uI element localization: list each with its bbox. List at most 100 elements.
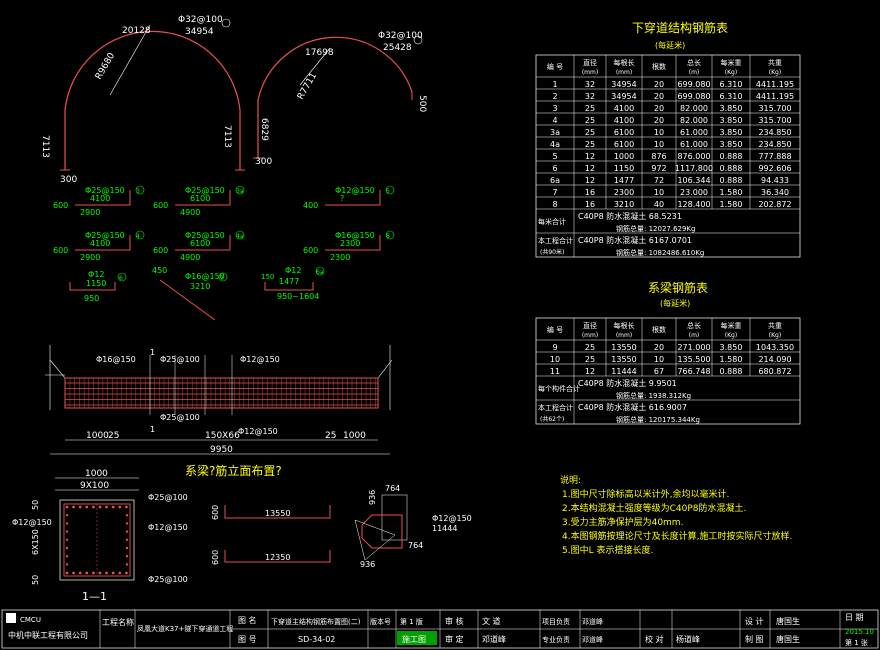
table-sum2-sub: (共62个) (540, 415, 564, 423)
table-cell: 699.080 (677, 92, 710, 101)
title-block: CMCU 中机中联工程有限公司 工程名称 凤凰大道K37+隧下穿通道工程 图 名… (1, 609, 879, 649)
table-cell: 4100 (614, 116, 634, 125)
table-cell: 4a (550, 140, 560, 149)
small-bar-mark: Φ12 (285, 266, 301, 275)
small-bar-base: 2900 (80, 253, 100, 262)
check-label: 审 定 (445, 634, 464, 644)
table-cell: 82.000 (680, 104, 708, 113)
small-bar-mark: Φ12@150 (335, 186, 375, 195)
table-cell: 61.000 (680, 128, 708, 137)
table-cell: 10 (654, 140, 664, 149)
table-cell: 16 (585, 188, 595, 197)
version: 第 1 版 (400, 617, 423, 626)
small-bar-number: 4a (236, 233, 244, 240)
table-cell: 3.850 (720, 140, 743, 149)
arch2-top-dim: 17698 (305, 48, 334, 58)
table-cell: 1150 (614, 164, 634, 173)
table-cell: 10 (654, 188, 664, 197)
arch2-end: 500 (417, 95, 427, 112)
table-cell: 1.580 (720, 188, 743, 197)
tie-beam-elevation: Φ16@150 Φ25@100 Φ12@150 Φ25@100 Φ12@150 … (45, 345, 393, 478)
table-cell: 6100 (614, 140, 634, 149)
table1-subtitle: (每延米) (655, 40, 685, 50)
arch2-side: 6829 (259, 118, 269, 141)
arch2-radius: R7711 (296, 71, 319, 101)
draw-name: 唐国生 (776, 634, 800, 644)
table-header-unit: (Kg) (725, 332, 737, 339)
arch1-foot: 300 (60, 175, 77, 185)
small-bar-mark: Φ25@150 (85, 186, 125, 195)
table-cell: 3.850 (720, 116, 743, 125)
small-bar-base: 2900 (80, 208, 100, 217)
table-cell: 315.700 (758, 104, 791, 113)
table-header-cell: 直径 (583, 58, 597, 67)
table-cell: 25 (585, 116, 595, 125)
table-cell: 992.606 (758, 164, 791, 173)
eng-label: 审 核 (445, 616, 464, 626)
table-cell: 16 (585, 200, 595, 209)
table-sum2-line1: C40P8 防水混凝土 616.9007 (578, 402, 687, 412)
table-header-unit: (m) (689, 69, 700, 76)
tie-bar-2-side: 600 (211, 550, 220, 565)
section-mark-left: Φ12@150 (12, 518, 52, 527)
table-header-unit: (mm) (582, 332, 598, 339)
table-header-cell: 每根长 (614, 321, 635, 330)
elevation-total: 9950 (210, 445, 233, 455)
small-bar-number: 5 (386, 188, 390, 195)
table-header-unit: (Kg) (769, 332, 781, 339)
table-cell: 234.850 (758, 128, 791, 137)
rebar-table-1: 下穿道结构钢筋表 (每延米) 编 号直径(mm)每根长(mm)根数总长(m)每米… (535, 20, 801, 258)
table-cell: 10 (654, 128, 664, 137)
tie-bar-1-length: 13550 (265, 509, 290, 518)
table-header-cell: 每根长 (614, 58, 635, 67)
elevation-dim-2: 25 (108, 431, 119, 441)
stirrup-length: 11444 (432, 524, 457, 533)
table-cell: 8 (552, 200, 557, 209)
arch1-top-dim: 20128 (122, 26, 151, 36)
small-bar-side: 600 (303, 246, 318, 255)
table-header-unit: (mm) (616, 332, 632, 339)
table-cell: 2 (552, 92, 557, 101)
table-cell: 67 (654, 367, 664, 376)
small-bar-base: 950 (84, 294, 99, 303)
table-header-cell: 共重 (768, 321, 782, 330)
table-cell: 10 (654, 355, 664, 364)
table-cell: 12 (585, 152, 595, 161)
table-cell: 12 (585, 164, 595, 173)
project-name: 凤凰大道K37+隧下穿通道工程 (137, 624, 233, 633)
small-bar-length: 6100 (190, 194, 210, 203)
table-header-cell: 根数 (652, 62, 666, 71)
table-cell: 20 (654, 80, 664, 89)
small-bar-side: 450 (152, 266, 167, 275)
note-1: 1.图中尺寸除标高以米计外,余均以毫米计. (562, 488, 729, 500)
small-bar-mark: Φ16@150 (335, 231, 375, 240)
small-bar-length: 2300 (340, 239, 360, 248)
small-bar-mark: Φ12 (88, 270, 104, 279)
table-cell: 20 (654, 343, 664, 352)
table-sum1-line2: 钢筋总量: 1938.312Kg (616, 391, 691, 400)
table-header-unit: (Kg) (725, 69, 737, 76)
table-cell: 11444 (611, 367, 636, 376)
section-mark-right-1: Φ25@100 (148, 493, 188, 502)
pm-label: 项目负责 (542, 617, 570, 626)
small-bar-mark: Φ25@150 (185, 186, 225, 195)
arch1-side-right: 7113 (222, 125, 232, 148)
table-cell: 13550 (611, 355, 636, 364)
table-cell: 0.888 (720, 152, 743, 161)
date-label: 日 期 (845, 613, 864, 622)
elevation-label-3: Φ12@150 (240, 355, 280, 364)
small-bar-side: 600 (53, 246, 68, 255)
table-cell: 1000 (614, 152, 634, 161)
table-sum1-label: 每米合计 (538, 217, 566, 226)
table-sum2-line2: 钢筋总量: 120175.344Kg (616, 415, 700, 424)
small-bar-side: 400 (303, 201, 318, 210)
small-bar-length: 4100 (90, 239, 110, 248)
sheet: 第 1 张 (845, 638, 868, 647)
table-cell: 20 (654, 104, 664, 113)
